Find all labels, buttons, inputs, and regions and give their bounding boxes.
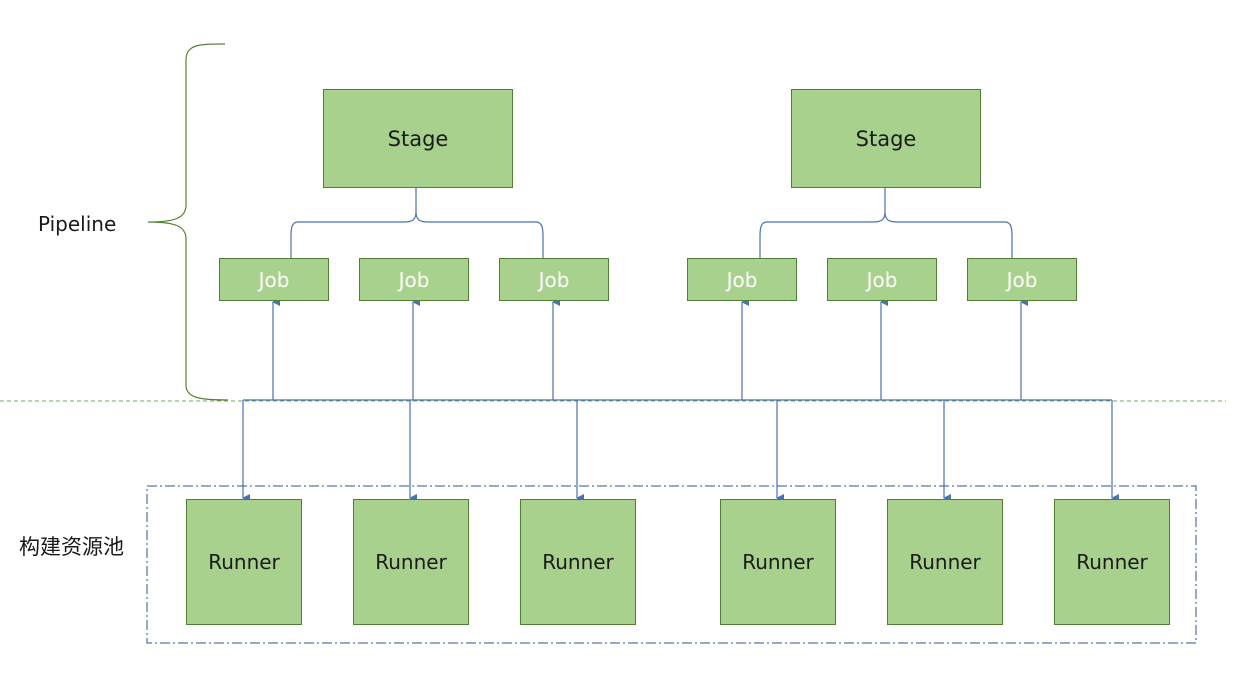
job-box-4: Job <box>687 258 797 301</box>
runner-box-4: Runner <box>720 499 836 625</box>
job-box-2: Job <box>359 258 469 301</box>
stage-box-2: Stage <box>791 89 981 188</box>
runner-pool-label: 构建资源池 <box>19 535 124 559</box>
pipeline-label: Pipeline <box>38 212 117 236</box>
runner-arrows <box>242 400 1119 502</box>
job-box-6: Job <box>967 258 1077 301</box>
runner-box-2: Runner <box>353 499 469 625</box>
runner-pool-border <box>146 485 1197 644</box>
runner-box-1: Runner <box>186 499 302 625</box>
stage-2-job-brace <box>759 188 1013 258</box>
stage-box-1: Stage <box>323 89 513 188</box>
job-box-5: Job <box>827 258 937 301</box>
runner-box-3: Runner <box>520 499 636 625</box>
job-arrows <box>272 298 1028 400</box>
stage-1-job-brace <box>290 188 544 258</box>
runner-box-5: Runner <box>887 499 1003 625</box>
runner-box-6: Runner <box>1054 499 1170 625</box>
job-box-3: Job <box>499 258 609 301</box>
pipeline-brace <box>147 43 229 401</box>
job-box-1: Job <box>219 258 329 301</box>
